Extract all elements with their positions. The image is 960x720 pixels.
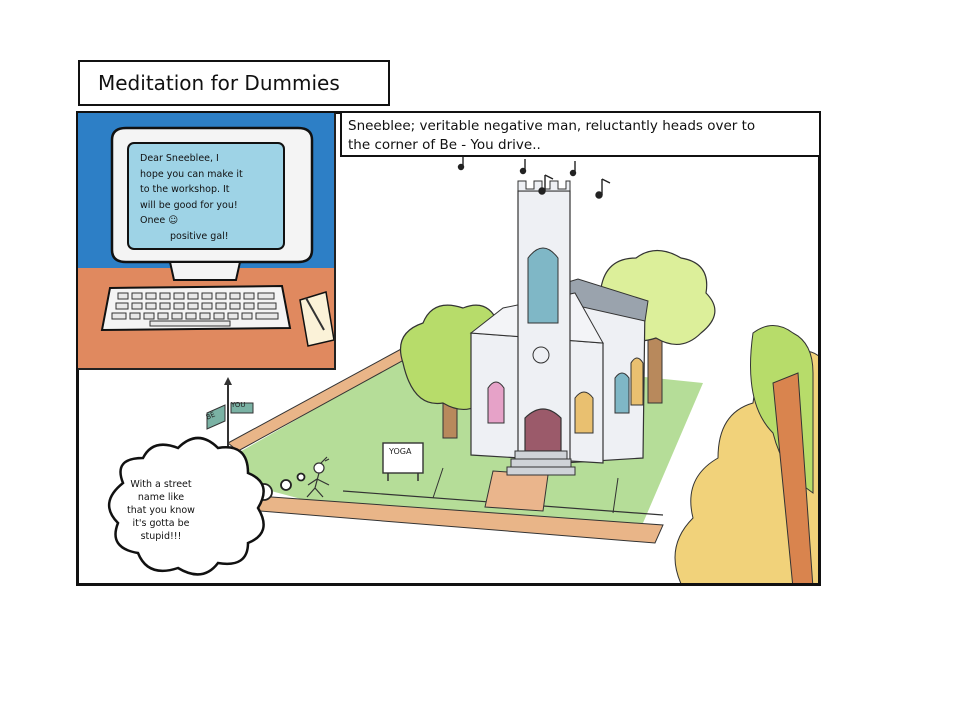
thought-bubble: [108, 436, 265, 576]
thought-line-1: With a street: [130, 479, 192, 490]
email-line-5: Onee ☺: [140, 215, 179, 226]
email-line-1: Dear Sneeblee, I: [140, 153, 219, 164]
email-message: Dear Sneeblee, I hope you can make it to…: [140, 151, 276, 244]
thought-line-4: it's gotta be: [132, 518, 190, 529]
comic-title: Meditation for Dummies: [98, 71, 340, 95]
caption-box: Sneeblee; veritable negative man, reluct…: [340, 111, 821, 157]
thought-dot-medium: [280, 479, 292, 491]
email-line-6: positive gal!: [170, 230, 229, 242]
email-line-2: hope you can make it: [140, 168, 243, 180]
email-line-4: will be good for you!: [140, 199, 238, 211]
thought-text: With a street name like that you know it…: [112, 478, 210, 543]
caption-line-1: Sneeblee; veritable negative man, reluct…: [348, 118, 756, 134]
thought-line-2: name like: [137, 492, 185, 503]
church: [469, 180, 649, 476]
computer-drawing: [78, 113, 334, 368]
thought-line-3: that you know: [127, 505, 195, 516]
street-sign-you: YOU: [231, 401, 246, 409]
right-tree: [674, 325, 818, 583]
music-notes: [457, 157, 611, 199]
church-walkway: [484, 470, 549, 512]
computer-inset: [78, 113, 336, 370]
walking-character: [306, 456, 330, 498]
caption-line-2: the corner of Be - You drive..: [348, 137, 541, 153]
comic-scene: [108, 157, 818, 583]
yoga-sign: [382, 442, 424, 481]
yoga-sign-label: YOGA: [389, 447, 412, 456]
email-line-3: to the workshop. It: [140, 184, 230, 195]
thought-dot-small: [296, 472, 306, 482]
caption-text: Sneeblee; veritable negative man, reluct…: [348, 117, 814, 155]
comic-title-box: Meditation for Dummies: [78, 60, 390, 106]
thought-line-5: stupid!!!: [140, 531, 182, 542]
comic-panel: [76, 111, 821, 586]
